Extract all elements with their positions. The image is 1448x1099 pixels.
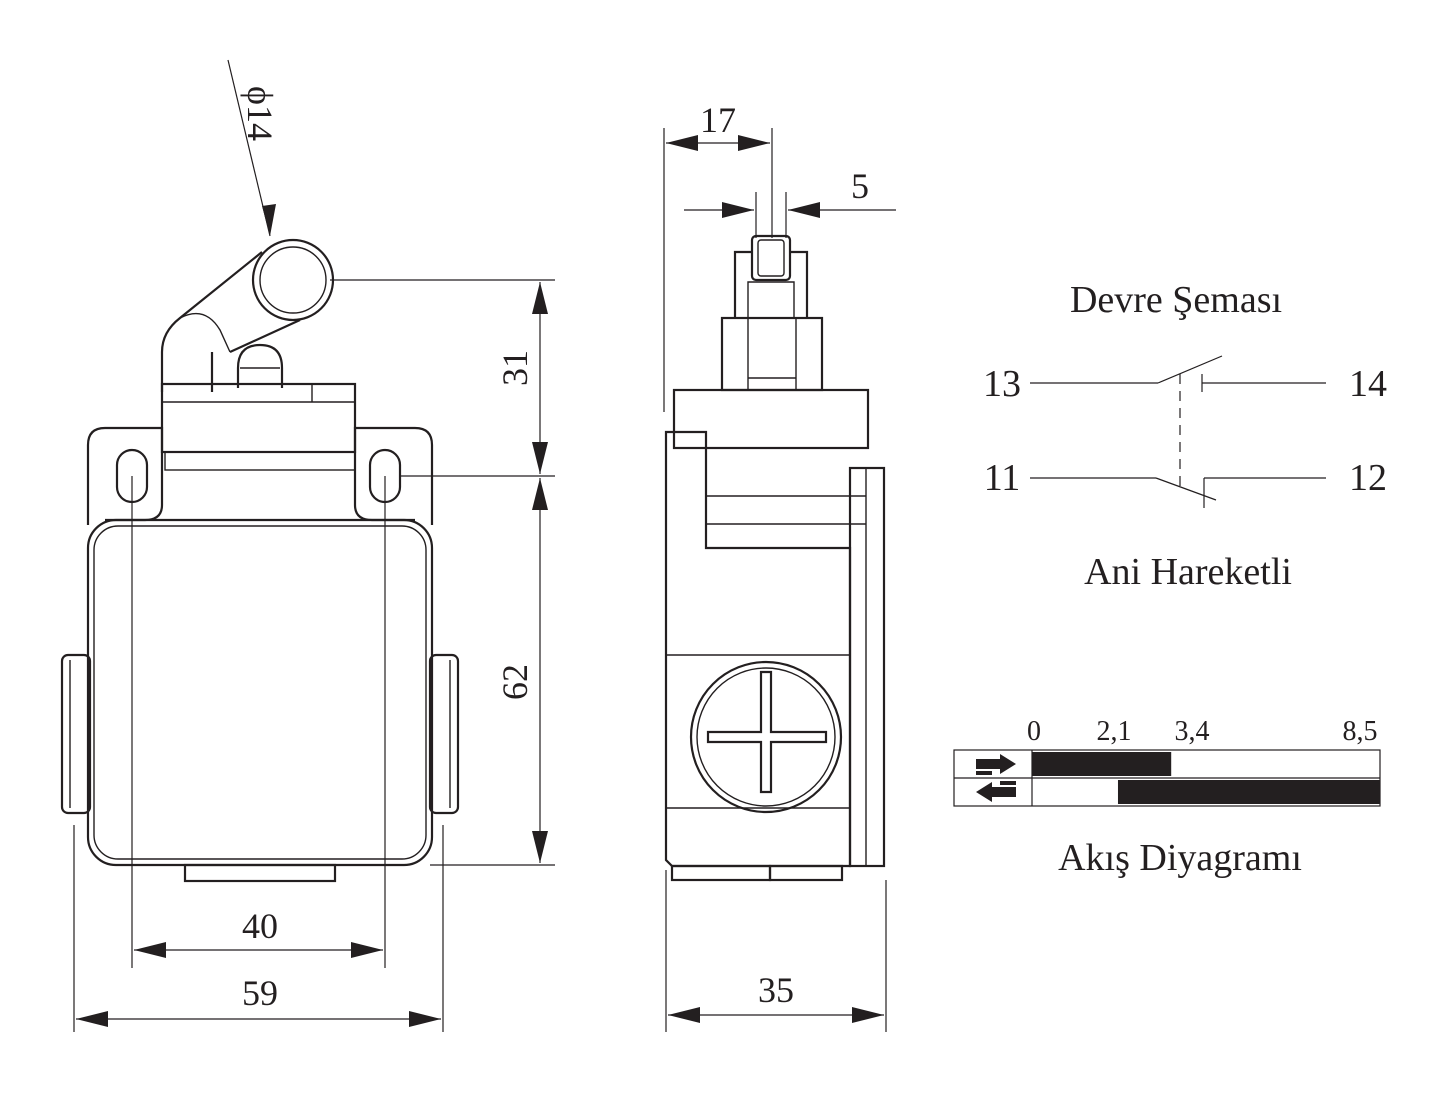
flow-caption: Akış Diyagramı [1058, 837, 1302, 879]
dim-31-arrow-bottom [532, 442, 548, 474]
side-fork-inner [747, 281, 795, 318]
forward-arrow-icon [976, 754, 1016, 775]
dim-31-label: 31 [495, 350, 535, 386]
dim-59-arrow-right [409, 1011, 441, 1027]
dim-59-label: 59 [242, 973, 278, 1013]
flow-bars [1032, 752, 1380, 804]
circuit-diagram: Devre Şeması 13 14 11 12 Ani Hareketli [983, 279, 1387, 593]
side-roller-inner [757, 239, 785, 277]
flow-scale-0: 0 [1027, 716, 1041, 747]
front-view [60, 238, 460, 883]
flow-return-segment-1 [1117, 780, 1380, 804]
dim-40-label: 40 [242, 906, 278, 946]
head-block [160, 382, 357, 454]
roller-inner [259, 246, 327, 314]
dim-35-label: 35 [758, 970, 794, 1010]
dim-62-arrow-top [532, 478, 548, 510]
roller-outer [251, 238, 335, 322]
switch-body [86, 518, 434, 867]
side-dimensions: 17 5 35 [663, 100, 896, 1032]
front-dimensions: ϕ14 31 62 40 59 [73, 59, 555, 1032]
side-foot-right [768, 864, 844, 882]
side-roller [750, 234, 792, 282]
side-body [664, 430, 852, 868]
dim-62-label: 62 [495, 664, 535, 700]
contact-11-blade [1155, 477, 1217, 501]
flow-scale-8-5: 8,5 [1343, 716, 1378, 747]
dim-35-arrow-left [668, 1007, 700, 1023]
circuit-title: Devre Şeması [1070, 279, 1282, 321]
dim-62-arrow-bottom [532, 831, 548, 863]
dim-5-arrow-left [722, 202, 754, 218]
side-head [672, 388, 870, 450]
gland-left [60, 653, 92, 815]
gland-right [428, 653, 460, 815]
screw-cross [706, 670, 828, 794]
lever-arm-right [229, 318, 301, 354]
dim-17-arrow-right [738, 135, 770, 151]
terminal-12: 12 [1349, 457, 1387, 499]
dim-35-arrow-right [852, 1007, 884, 1023]
side-stem [720, 316, 824, 392]
lever-hub [179, 312, 231, 353]
terminal-13: 13 [983, 363, 1021, 405]
dim-40-arrow-right [351, 942, 383, 958]
roller-leader-arrow [262, 204, 276, 236]
flow-scale-3-4: 3,4 [1175, 716, 1210, 747]
circuit-caption: Ani Hareketli [1084, 551, 1292, 593]
screw-inner [696, 667, 836, 807]
side-view [664, 234, 886, 882]
dim-31-arrow-top [532, 282, 548, 314]
dim-17-arrow-left [666, 135, 698, 151]
contact-13-blade [1157, 355, 1223, 384]
mount-ear-left [86, 426, 164, 525]
terminal-11: 11 [984, 457, 1021, 499]
side-fork [733, 250, 809, 318]
side-foot-left [670, 864, 772, 882]
dim-17-label: 17 [700, 100, 736, 140]
screw-outer [689, 660, 843, 814]
return-arrow-icon [976, 781, 1016, 802]
switch-body-inner [93, 525, 427, 860]
dim-5-label: 5 [851, 166, 869, 206]
flow-diagram: 0 2,1 3,4 8,5 Akış Diyagramı [953, 716, 1381, 879]
flow-forward-segment-0 [1032, 752, 1172, 776]
dim-40-arrow-left [134, 942, 166, 958]
terminal-14: 14 [1349, 363, 1387, 405]
head-base [164, 451, 356, 471]
dim-59-arrow-left [76, 1011, 108, 1027]
roller-diameter-label: ϕ14 [240, 86, 280, 141]
dim-5-arrow-right [788, 202, 820, 218]
plunger [236, 343, 284, 388]
bottom-tab [183, 863, 337, 883]
side-cover [848, 466, 886, 868]
lever-arm-left [160, 251, 263, 392]
flow-scale-2-1: 2,1 [1097, 716, 1132, 747]
